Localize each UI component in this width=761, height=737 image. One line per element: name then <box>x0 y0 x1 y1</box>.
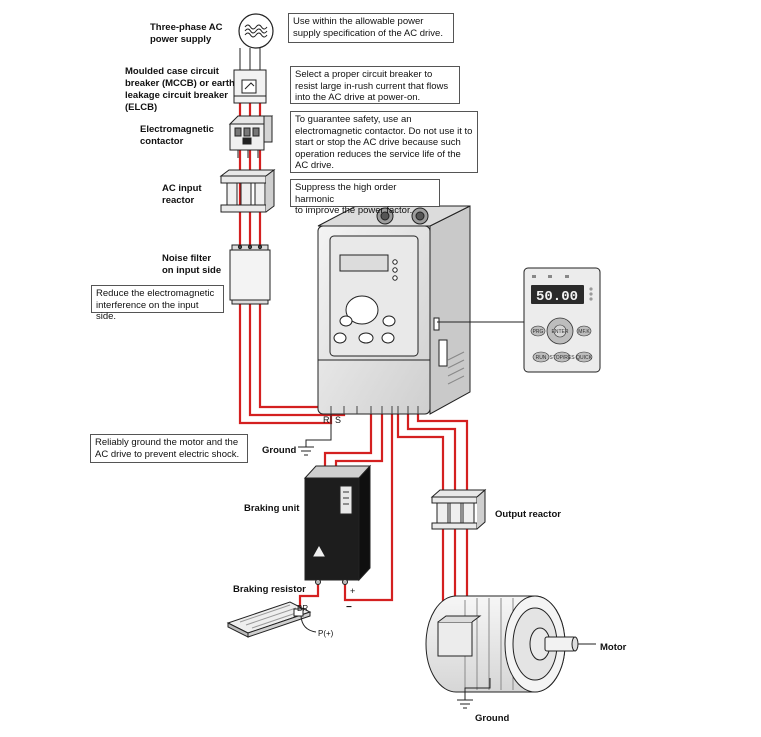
contactor-icon <box>228 115 274 158</box>
keypad-quick-button: QUICK <box>576 355 593 361</box>
ground-symbol-icon <box>457 678 491 709</box>
ground-symbol-icon <box>298 414 332 456</box>
braking-resistor-icon <box>226 601 312 638</box>
keypad-panel-icon <box>523 267 601 373</box>
noise-filter-icon <box>229 244 271 305</box>
keypad-prg-button: PRG <box>533 329 544 335</box>
contactor-label: Electromagnetic contactor <box>140 124 214 147</box>
motor-icon <box>425 595 579 693</box>
terminal-p-label: P(+) <box>318 629 334 638</box>
terminal-s-label: S <box>335 415 341 425</box>
power-supply-note: Use within the allowable power supply sp… <box>288 13 454 43</box>
output-reactor-icon <box>430 488 487 530</box>
output-reactor-label: Output reactor <box>495 509 561 520</box>
input-reactor-label: AC input reactor <box>162 183 202 206</box>
terminal-minus-label: − <box>346 602 352 613</box>
ground-label-drive: Ground <box>262 445 297 456</box>
ac-drive-icon <box>317 205 471 415</box>
motor-label: Motor <box>600 642 627 653</box>
ac-power-supply-icon <box>238 13 274 70</box>
grounding-note: Reliably ground the motor and the AC dri… <box>90 434 248 463</box>
terminal-r-label: R <box>323 415 330 425</box>
contactor-note: To guarantee safety, use an electromagne… <box>290 111 478 173</box>
keypad-display-value: 50.00 <box>536 289 578 305</box>
circuit-breaker-icon <box>233 69 267 104</box>
noise-filter-note: Reduce the electromagnetic interference … <box>91 285 224 322</box>
keypad-stop-button: STOP/RES <box>549 355 575 361</box>
input-reactor-note: Suppress the high order harmonic to impr… <box>290 179 440 216</box>
braking-unit-label: Braking unit <box>244 503 300 514</box>
keypad-run-button: RUN <box>536 355 547 361</box>
resistor-p-lead <box>300 615 317 633</box>
keypad-mf-button: MF.K <box>578 329 590 335</box>
breaker-note: Select a proper circuit breaker to resis… <box>290 66 460 104</box>
breaker-label: Moulded case circuit breaker (MCCB) or e… <box>125 66 235 113</box>
terminal-plus-label: + <box>350 586 355 596</box>
power-supply-label: Three-phase AC power supply <box>150 22 223 45</box>
input-reactor-icon <box>219 169 276 213</box>
keypad-enter-button: ENTER <box>552 329 569 335</box>
noise-filter-label: Noise filter on input side <box>162 253 222 276</box>
ground-label-motor: Ground <box>475 713 510 724</box>
braking-unit-icon <box>303 464 372 585</box>
braking-resistor-label: Braking resistor <box>233 584 306 595</box>
terminal-br-label: BR <box>297 604 308 613</box>
